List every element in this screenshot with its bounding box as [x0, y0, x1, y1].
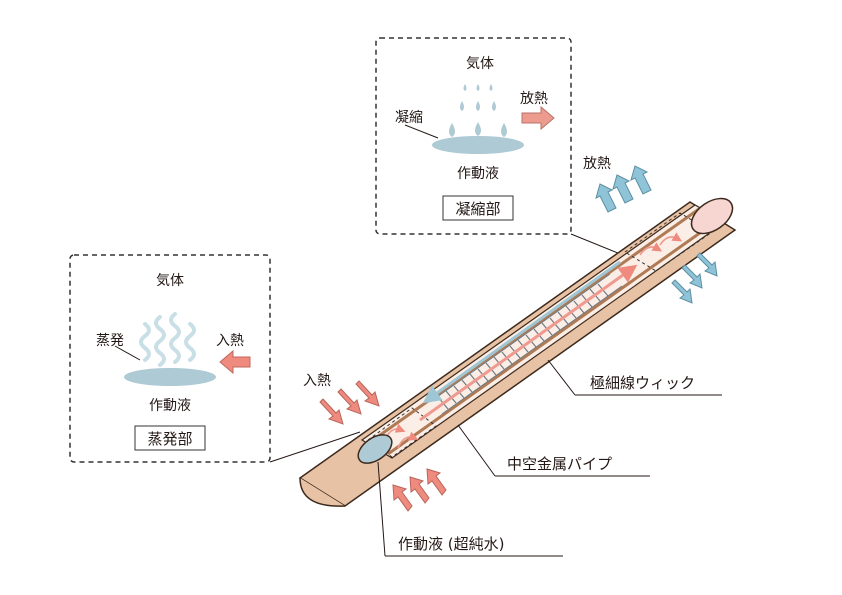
evaporator-fluid-pool: [124, 368, 216, 386]
condenser-fluid-label: 作動液: [457, 166, 499, 182]
heat-out-arrows-icon: [595, 165, 718, 304]
heat-pipe: [298, 197, 737, 507]
evaporator-box-border: [69, 254, 271, 463]
evaporator-heat-in-label: 入熱: [216, 333, 244, 349]
evaporator-heat-in-arrow-icon: [219, 349, 251, 375]
condenser-box-border: [375, 37, 572, 235]
condensation-label: 凝縮: [395, 110, 423, 126]
condenser-fluid-pool: [432, 136, 524, 154]
evaporator-callout-line: [269, 431, 361, 463]
pipe-lower-opening: [357, 434, 393, 464]
condenser-gas-label: 気体: [466, 56, 494, 72]
pipe-upper-opening: [690, 197, 734, 235]
condenser-heat-out-arrow-icon: [521, 105, 555, 131]
wick-label: 極細線ウィック: [590, 374, 695, 392]
condenser-title: 凝縮部: [455, 200, 500, 218]
steam-wisps: [139, 312, 196, 367]
pipe-heat-out-label: 放熱: [583, 156, 611, 172]
evaporation-label: 蒸発: [96, 333, 124, 349]
evaporator-box: 気体 蒸発 入熱 作動液 蒸発部: [69, 254, 271, 463]
heat-in-arrows-icon: [319, 380, 447, 512]
condenser-swirl-arrows-icon: [639, 232, 683, 256]
pipe-heat-in-label: 入熱: [303, 373, 331, 389]
condensation-leader: [404, 124, 439, 139]
evaporation-leader: [114, 345, 141, 361]
droplets: [449, 84, 507, 137]
vapor-flow-arrow-icon: [419, 264, 638, 422]
evaporator-fluid-label: 作動液: [149, 398, 191, 414]
condenser-box: 気体 凝縮 放熱 作動液 凝縮部: [375, 37, 572, 235]
pipe-label: 中空金属パイプ: [507, 455, 612, 473]
wick-leader: [547, 359, 576, 396]
evaporator-zone: [367, 407, 437, 458]
fluid-leader: [377, 461, 386, 557]
liquid-return-arrow-icon: [422, 260, 621, 404]
fluid-label: 作動液 (超純水): [398, 535, 504, 553]
pipe-leader: [457, 424, 496, 477]
evaporator-title: 蒸発部: [147, 430, 192, 448]
evaporator-title-box: [134, 425, 206, 451]
condenser-title-box: [442, 195, 514, 221]
evaporator-gas-label: 気体: [156, 273, 184, 289]
condenser-heat-out-label: 放熱: [520, 91, 548, 107]
